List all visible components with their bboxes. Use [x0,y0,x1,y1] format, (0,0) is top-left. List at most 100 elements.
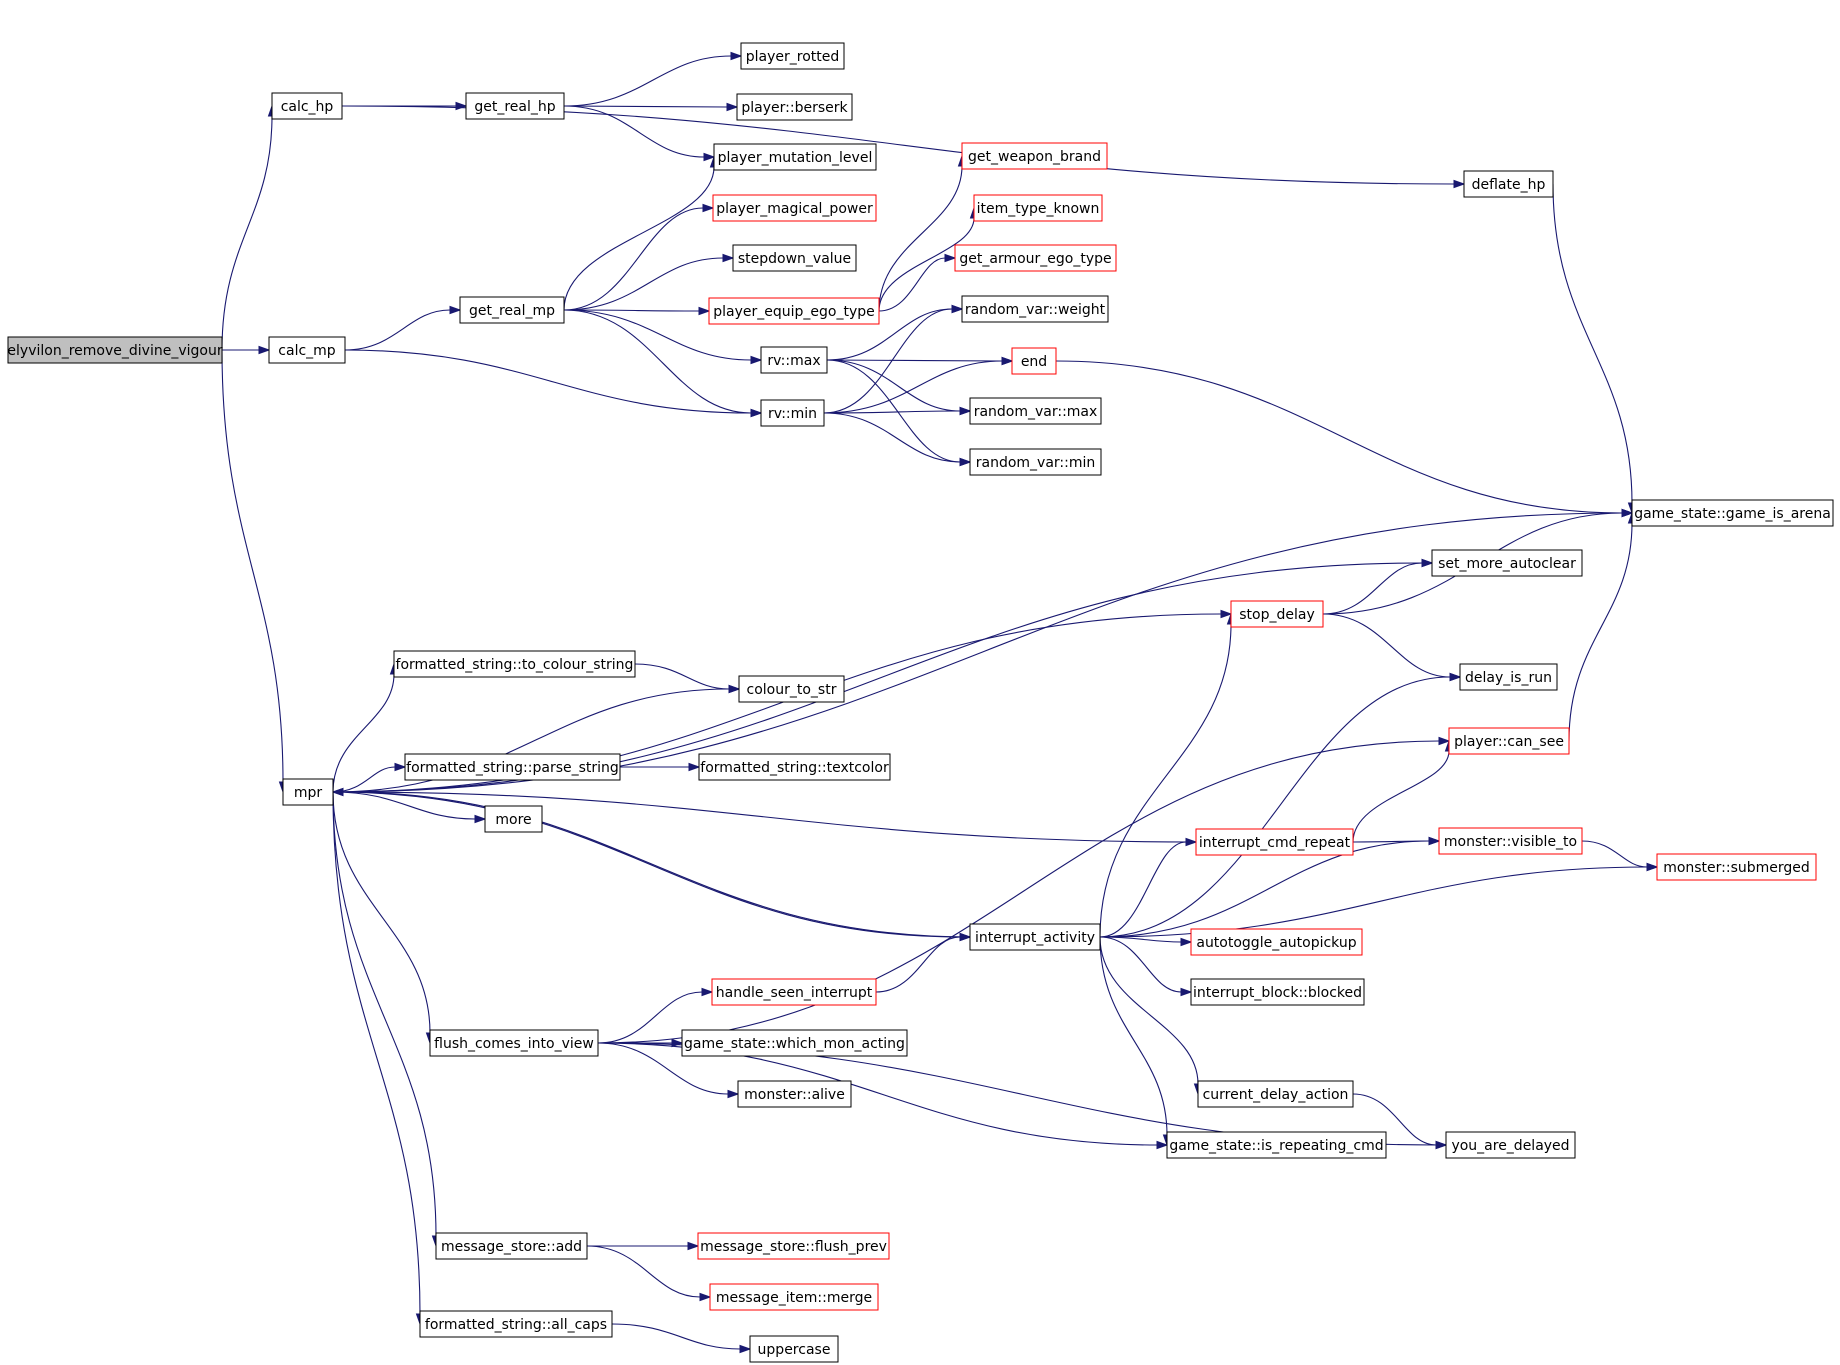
node-random-var-weight[interactable]: random_var::weight [961,295,1109,323]
edge-get_real_hp-to-player_mutation_level [563,105,705,158]
node-handle-seen-interrupt[interactable]: handle_seen_interrupt [711,978,877,1006]
node-you-are-delayed[interactable]: you_are_delayed [1445,1131,1576,1159]
arrowhead-get_real_mp-to-player_magical_power [702,203,715,213]
arrowhead-get_real_mp-to-stepdown_value [722,253,735,263]
edge-get_real_mp-to-rv_max [563,309,752,361]
node-box [7,336,223,364]
arrowhead-interrupt_activity-to-delay_is_run [1449,672,1462,682]
edge-stop_delay-to-set_more_autoclear [1322,562,1423,615]
arrowhead-message_store_add-to-flush_prev [687,1241,700,1251]
node-label: mpr [294,785,323,801]
node-player-mutation-level[interactable]: player_mutation_level [713,143,877,171]
node-deflate-hp[interactable]: deflate_hp [1463,170,1554,198]
node-textcolor[interactable]: formatted_string::textcolor [698,753,891,781]
node-more[interactable]: more [484,805,543,833]
node-parse-string[interactable]: formatted_string::parse_string [404,753,621,781]
node-player-magical-power[interactable]: player_magical_power [712,194,877,222]
arrowhead-rv_min-to-random_var_weight [951,304,964,314]
node-to-colour-string[interactable]: formatted_string::to_colour_string [393,650,636,678]
node-current-delay-action[interactable]: current_delay_action [1197,1080,1354,1108]
node-which-mon-acting[interactable]: game_state::which_mon_acting [681,1029,908,1057]
node-monster-alive[interactable]: monster::alive [737,1080,852,1108]
node-interrupt-activity[interactable]: interrupt_activity [969,923,1101,951]
node-message-store-add[interactable]: message_store::add [435,1232,588,1260]
node-is-repeating-cmd[interactable]: game_state::is_repeating_cmd [1166,1131,1387,1159]
node-label: game_state::is_repeating_cmd [1169,1138,1383,1154]
node-label: get_weapon_brand [968,149,1101,165]
node-label: message_store::flush_prev [700,1239,887,1255]
node-box [393,650,636,678]
node-label: message_item::merge [716,1290,872,1306]
node-box [282,778,334,806]
node-player-berserk[interactable]: player::berserk [736,93,853,121]
node-stepdown-value[interactable]: stepdown_value [732,244,857,272]
node-get-weapon-brand[interactable]: get_weapon_brand [961,142,1108,170]
edges-layer [221,51,1659,1354]
node-calc-mp[interactable]: calc_mp [268,336,346,364]
edge-to_colour_string-to-colour_to_str [634,663,730,690]
node-rv-min[interactable]: rv::min [760,399,825,427]
edge-rv_min-to-end [823,360,1003,414]
node-label: stepdown_value [738,251,851,267]
node-flush-prev[interactable]: message_store::flush_prev [697,1232,890,1260]
node-calc-hp[interactable]: calc_hp [271,92,343,120]
node-stop-delay[interactable]: stop_delay [1230,600,1324,628]
node-label: monster::visible_to [1444,834,1577,850]
node-random-var-min[interactable]: random_var::min [969,448,1102,476]
node-box [1197,1080,1354,1108]
node-root[interactable]: elyvilon_remove_divine_vigour [7,336,223,364]
node-box [969,923,1101,951]
node-box [1463,170,1554,198]
node-box [1166,1131,1387,1159]
node-game-is-arena[interactable]: game_state::game_is_arena [1631,499,1834,527]
arrowhead-handle_seen_interrupt-to-interrupt_activity [959,932,972,942]
node-monster-submerged[interactable]: monster::submerged [1656,853,1817,881]
node-label: more [495,812,531,828]
edge-rv_max-to-random_var_weight [826,308,953,361]
node-monster-visible-to[interactable]: monster::visible_to [1438,827,1583,855]
node-get-real-mp[interactable]: get_real_mp [459,296,565,324]
node-box [1631,499,1834,527]
arrowhead-rv_min-to-random_var_min [959,457,972,467]
node-label: elyvilon_remove_divine_vigour [7,343,222,359]
node-label: uppercase [758,1342,831,1358]
node-box [1656,853,1817,881]
node-rv-max[interactable]: rv::max [760,346,828,374]
node-get-armour-ego-type[interactable]: get_armour_ego_type [954,244,1117,272]
node-box [459,296,565,324]
node-message-item-merge[interactable]: message_item::merge [709,1283,879,1311]
node-delay-is-run[interactable]: delay_is_run [1459,663,1558,691]
arrowhead-root-to-calc_mp [258,345,271,355]
node-flush-comes-into-view[interactable]: flush_comes_into_view [429,1029,599,1057]
node-colour-to-str[interactable]: colour_to_str [738,675,845,703]
node-player-rotted[interactable]: player_rotted [740,42,845,70]
node-label: flush_comes_into_view [434,1036,594,1052]
node-player-equip-ego-type[interactable]: player_equip_ego_type [708,297,880,325]
arrowhead-interrupt_activity-to-monster_visible_to [1428,836,1441,846]
node-all-caps[interactable]: formatted_string::all_caps [419,1310,613,1338]
edge-player_equip_ego_type-to-item_type_known [878,217,975,312]
node-label: delay_is_run [1465,670,1552,686]
node-player-can-see[interactable]: player::can_see [1448,727,1570,755]
edge-interrupt_activity-to-monster_visible_to [1099,840,1430,938]
node-interrupt-block-blocked[interactable]: interrupt_block::blocked [1190,978,1365,1006]
node-end[interactable]: end [1011,347,1057,375]
edge-interrupt_activity-to-is_repeating_cmd [1099,936,1168,1136]
arrowhead-get_real_hp-to-player_berserk [726,102,739,112]
node-item-type-known[interactable]: item_type_known [973,194,1103,222]
node-set-more-autoclear[interactable]: set_more_autoclear [1431,549,1583,577]
node-uppercase[interactable]: uppercase [749,1335,839,1363]
node-mpr[interactable]: mpr [282,778,334,806]
node-box [419,1310,613,1338]
edge-interrupt_activity-to-interrupt_cmd_repeat [1099,841,1187,938]
node-autotoggle-autopickup[interactable]: autotoggle_autopickup [1190,928,1363,956]
node-box [711,978,877,1006]
node-box [954,244,1117,272]
node-interrupt-cmd-repeat[interactable]: interrupt_cmd_repeat [1195,828,1354,856]
node-box [435,1232,588,1260]
node-get-real-hp[interactable]: get_real_hp [465,92,565,120]
arrowhead-flush_comes_into_view-to-monster_alive [727,1089,740,1099]
node-random-var-max[interactable]: random_var::max [969,397,1102,425]
node-box [973,194,1103,222]
